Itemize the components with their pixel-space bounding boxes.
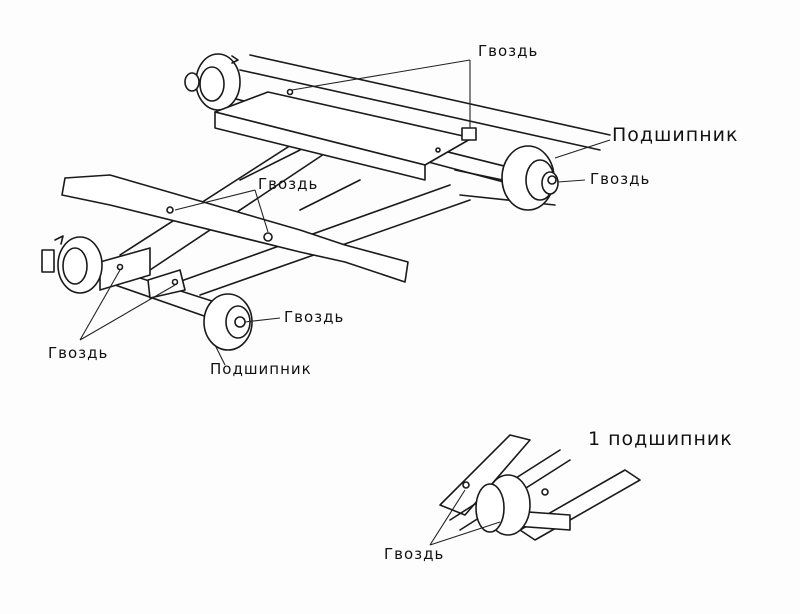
label-nail-right: Гвоздь <box>590 170 651 188</box>
bottom-wheel <box>203 293 253 351</box>
label-nail-top: Гвоздь <box>478 42 539 60</box>
label-inset-title: 1 подшипник <box>588 428 733 450</box>
inset-detail <box>429 434 641 546</box>
label-nail-inset: Гвоздь <box>384 545 445 563</box>
top-left-wheel <box>184 53 241 111</box>
bottom-left-wheel <box>41 235 103 294</box>
label-nail-left: Гвоздь <box>48 344 109 362</box>
long-board <box>61 174 409 283</box>
bottom-axle <box>89 247 241 326</box>
label-bearing-bottom: Подшипник <box>210 360 312 378</box>
top-right-wheel <box>454 145 559 211</box>
label-nail-center: Гвоздь <box>258 175 319 193</box>
leader-lines <box>79 59 611 366</box>
label-bearing-right: Подшипник <box>612 124 739 146</box>
top-plank <box>214 88 477 181</box>
label-nail-bottom-wheel: Гвоздь <box>284 308 345 326</box>
struts <box>119 119 471 296</box>
